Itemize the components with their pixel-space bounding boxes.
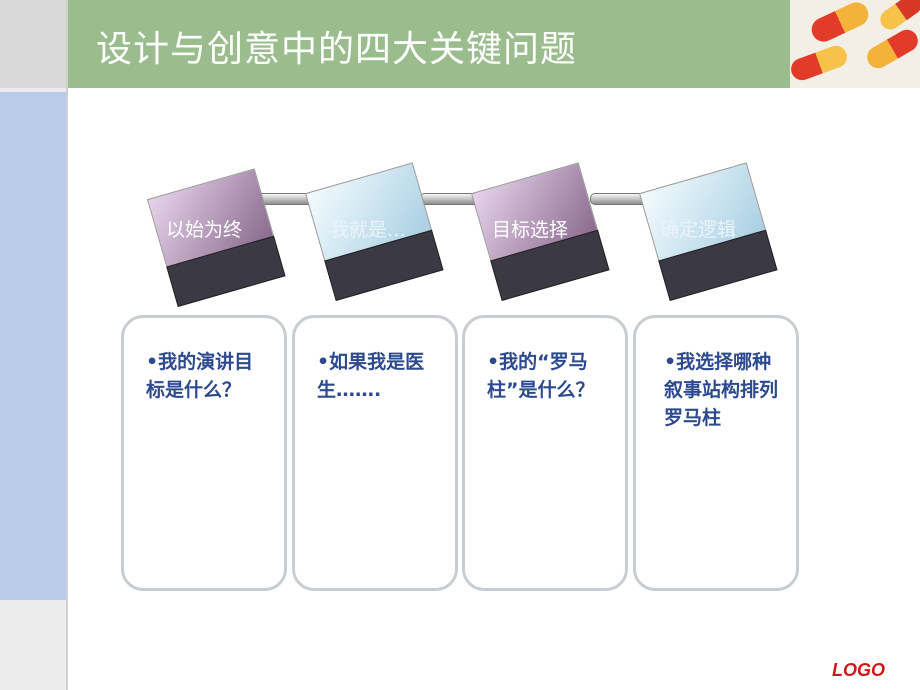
step-card-text: •我选择哪种叙事站构排列罗马柱 — [664, 351, 779, 429]
left-blue-band — [0, 92, 67, 600]
step-card-2: •如果我是医生……. — [292, 315, 458, 591]
step-label-1: 以始为终 — [166, 219, 243, 241]
slide-title: 设计与创意中的四大关键问题 — [96, 29, 578, 70]
step-label-2: 我就是… — [330, 219, 407, 241]
step-card-1: •我的演讲目标是什么？ — [121, 315, 287, 591]
logo: LOGO — [832, 660, 885, 680]
step-label-3: 目标选择 — [492, 219, 569, 241]
pills-image — [790, 0, 920, 88]
title-bar — [68, 0, 790, 88]
step-card-text: •我的演讲目标是什么？ — [146, 351, 254, 401]
step-card-3: •我的“罗马柱”是什么？ — [462, 315, 628, 591]
step-card-text: •我的“罗马柱”是什么？ — [487, 351, 595, 401]
step-label-4: 确定逻辑 — [660, 219, 737, 241]
left-top-block — [0, 0, 67, 88]
step-card-text: •如果我是医生……. — [317, 351, 425, 401]
step-card-4: •我选择哪种叙事站构排列罗马柱 — [633, 315, 799, 591]
left-divider — [66, 0, 68, 690]
